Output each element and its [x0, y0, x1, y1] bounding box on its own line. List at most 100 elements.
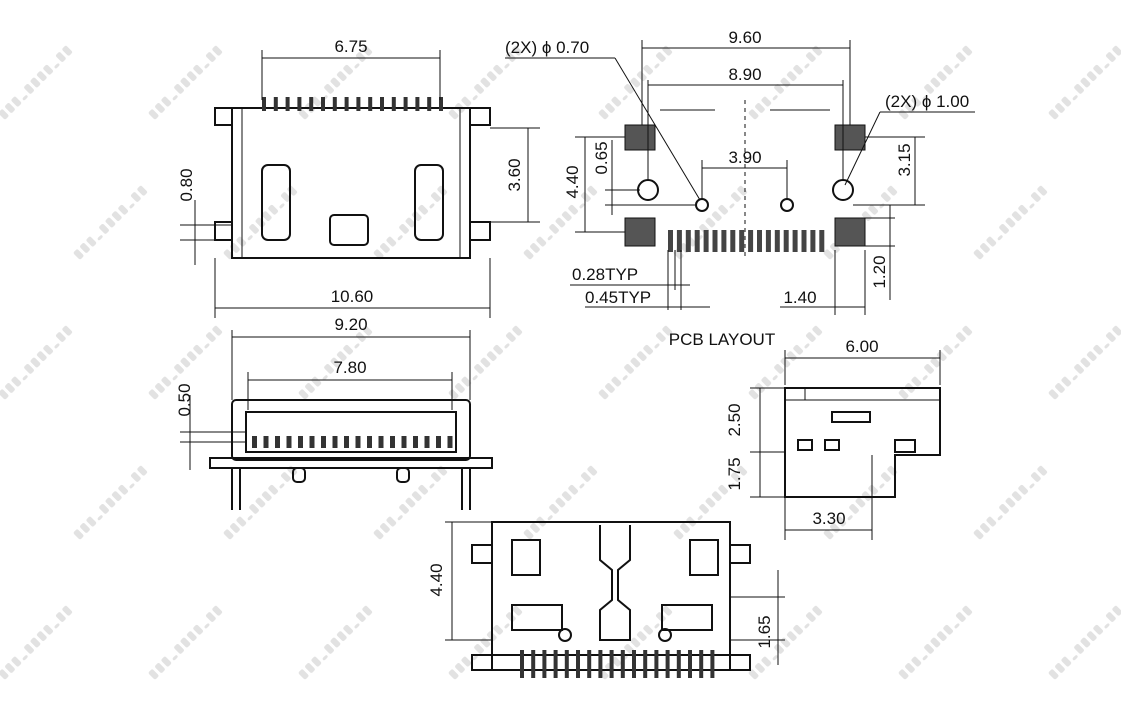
pin [380, 97, 384, 111]
pin [424, 436, 430, 448]
pin [367, 436, 372, 448]
watermark-mark [0, 325, 73, 400]
watermark-mark [223, 185, 298, 260]
watermark-mark [523, 465, 598, 540]
side-view-tab [797, 439, 813, 451]
pcb-pin-pad [748, 230, 754, 252]
top-view-flange [469, 221, 491, 241]
bottom-view-pocket [511, 539, 541, 576]
pcb-pin-pad [730, 230, 736, 252]
pcb-pad [624, 217, 656, 247]
pcb-pin-pad [668, 230, 673, 252]
bottom-view-flange [729, 544, 751, 564]
side-view-tab [894, 439, 916, 453]
dim-9-20: 9.20 [334, 315, 367, 334]
dim-2-50: 2.50 [725, 403, 744, 436]
pin [390, 436, 395, 448]
pin [263, 436, 269, 448]
dim-1-20: 1.20 [870, 255, 889, 288]
pin [252, 436, 257, 448]
front-view-base [209, 457, 493, 469]
dim-hole-1-00: (2X) ϕ 1.00 [885, 92, 969, 111]
front-view-pins [252, 436, 453, 448]
dim-3-90: 3.90 [728, 148, 761, 167]
watermark-mark [598, 45, 673, 120]
pcb-hole-small [695, 198, 709, 212]
pin [587, 650, 592, 678]
pin [321, 436, 326, 448]
pcb-pin-pad [801, 230, 807, 252]
bottom-view-hole [658, 628, 672, 642]
pin [688, 650, 692, 678]
dim-4-40-pcb: 4.40 [563, 165, 582, 198]
watermark-mark [823, 465, 898, 540]
watermark-mark [298, 325, 373, 400]
pin [297, 97, 302, 111]
top-view-flange [214, 107, 233, 126]
pin [699, 650, 704, 678]
pcb-layout: (2X) ϕ 0.70 9.60 8.90 (2X) ϕ 1.00 3.90 4… [505, 28, 975, 349]
watermark-mark [223, 465, 298, 540]
watermark-mark [73, 185, 148, 260]
pin [710, 650, 715, 678]
pin [531, 650, 536, 678]
pin [643, 650, 648, 678]
pcb-pin-pad [694, 230, 700, 252]
pcb-layout-title: PCB LAYOUT [669, 330, 775, 349]
watermark-mark [148, 605, 223, 680]
pin [286, 436, 292, 448]
pin [309, 97, 314, 111]
bottom-view-flange [471, 544, 493, 564]
dim-0-45typ: 0.45TYP [585, 288, 651, 307]
front-view-peg [292, 467, 306, 483]
pcb-pin-pad [676, 230, 682, 252]
dim-hole-0-70: (2X) ϕ 0.70 [505, 38, 589, 57]
dim-1-40: 1.40 [783, 288, 816, 307]
top-view: 6.75 0.80 3.60 10.60 [177, 37, 540, 318]
dim-6-00: 6.00 [845, 337, 878, 356]
watermark-mark [148, 325, 223, 400]
dim-0-28typ: 0.28TYP [572, 265, 638, 284]
dim-0-80: 0.80 [177, 168, 196, 201]
pin [632, 650, 636, 678]
bottom-view-hole [558, 628, 572, 642]
front-view: 9.20 7.80 0.50 [175, 315, 493, 510]
front-view-body [231, 399, 471, 461]
pcb-pin-pads [668, 230, 825, 252]
pin [344, 97, 349, 111]
top-view-slot [414, 164, 444, 241]
pin [344, 436, 349, 448]
pin [609, 650, 614, 678]
bottom-view-pins [520, 650, 715, 678]
dim-7-80: 7.80 [333, 358, 366, 377]
pin [436, 436, 441, 448]
dim-4-40-bottom: 4.40 [427, 563, 446, 596]
pin [321, 97, 325, 111]
pcb-pad [834, 124, 866, 151]
watermark-mark [748, 605, 823, 680]
dim-9-60: 9.60 [728, 28, 761, 47]
watermark-layer [0, 45, 1121, 680]
pcb-pad [624, 124, 656, 151]
pcb-pin-pad [810, 230, 816, 252]
watermark-mark [148, 45, 223, 120]
pcb-pin-pad [757, 230, 762, 252]
bottom-view: 4.40 1.65 [427, 521, 785, 678]
pin [285, 97, 290, 111]
bottom-view-pocket [661, 604, 713, 631]
watermark-mark [373, 465, 448, 540]
top-view-slot [261, 164, 291, 241]
pin [598, 650, 603, 678]
dim-8-90: 8.90 [728, 65, 761, 84]
pcb-hole-large [832, 179, 854, 201]
watermark-mark [1048, 605, 1121, 680]
pin [553, 650, 558, 678]
dim-6-75: 6.75 [334, 37, 367, 56]
pcb-pin-pad [783, 230, 789, 252]
pin [620, 650, 625, 678]
pin [676, 650, 681, 678]
watermark-mark [1048, 45, 1121, 120]
pcb-pin-pad [792, 230, 798, 252]
watermark-mark [973, 185, 1048, 260]
side-view: 6.00 2.50 1.75 3.30 [725, 337, 941, 540]
